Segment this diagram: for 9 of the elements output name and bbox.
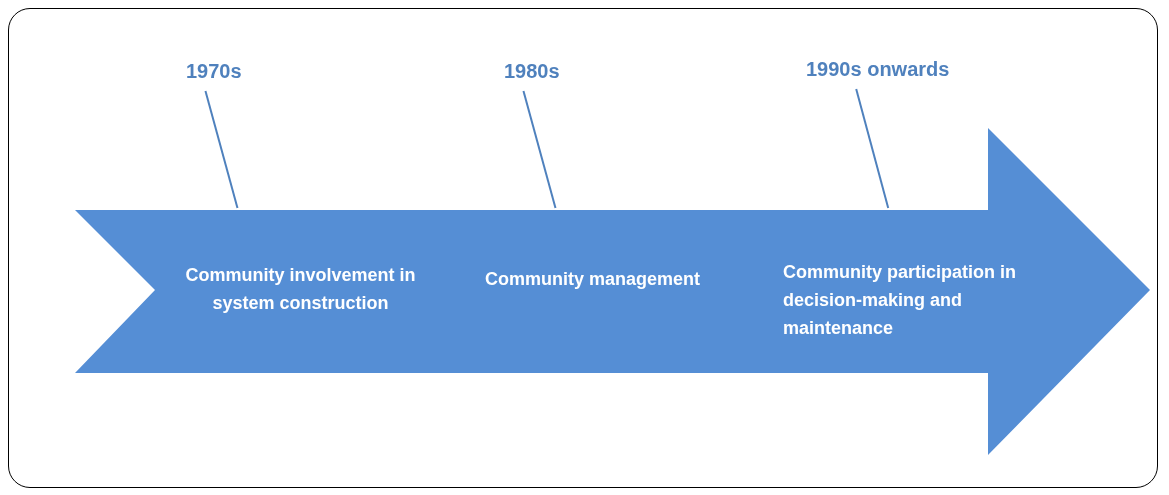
year-label: 1970s	[186, 60, 242, 83]
stage-text: Community involvement in system construction	[184, 264, 417, 315]
leader-line	[522, 90, 557, 209]
year-label: 1980s	[504, 60, 560, 83]
year-label: 1990s onwards	[806, 58, 950, 81]
stage-text: Community management	[483, 268, 701, 291]
stage-text: Community participation in decision-making and maintenance	[783, 261, 1017, 340]
leader-line	[204, 90, 239, 209]
leader-line	[855, 88, 890, 209]
